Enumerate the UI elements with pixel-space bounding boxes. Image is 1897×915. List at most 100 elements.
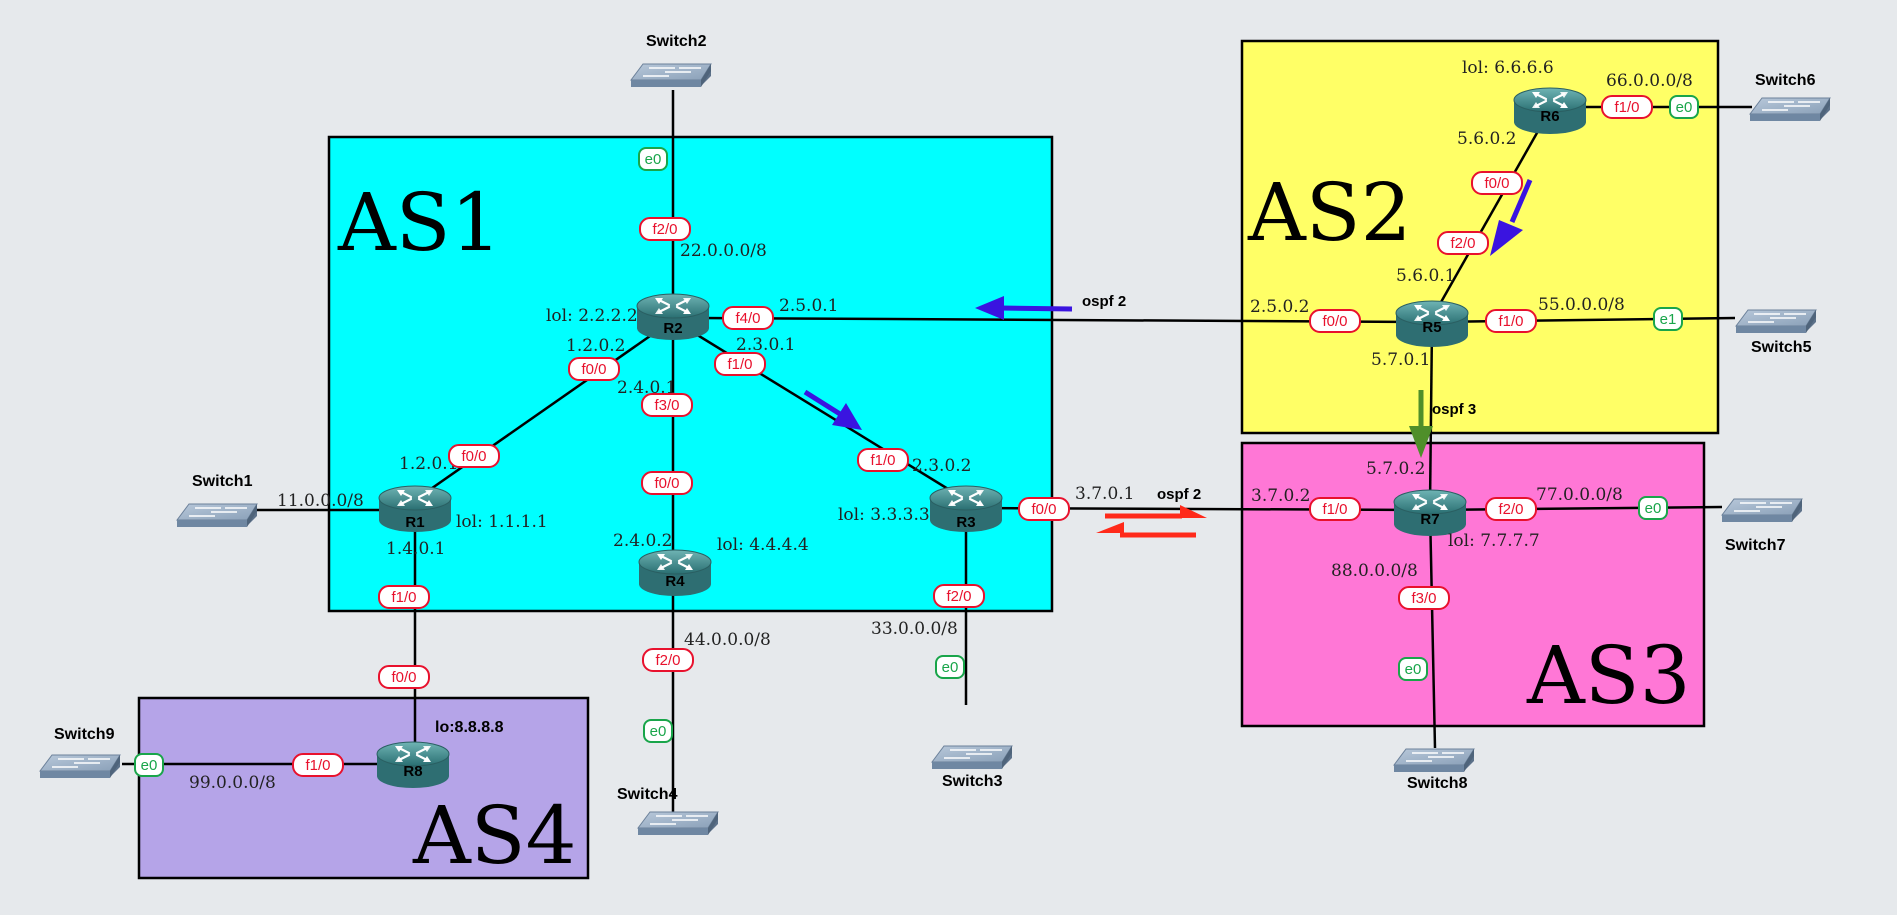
if-r2-f2: f2/0	[639, 217, 691, 241]
ospf-r2-r5-label: ospf 2	[1082, 293, 1126, 310]
if-r2-f3: f3/0	[641, 393, 693, 417]
svg-text:f1/0: f1/0	[727, 356, 752, 373]
svg-text:f0/0: f0/0	[581, 361, 606, 378]
r4-loopback: lol: 4.4.4.4	[717, 535, 809, 555]
switch-switch5[interactable]	[1735, 309, 1817, 334]
net-66-label: 66.0.0.0/8	[1606, 71, 1693, 91]
if-r4-f0: f0/0	[641, 471, 693, 495]
if-sw7-e0: e0	[1638, 496, 1668, 520]
svg-text:f0/0: f0/0	[1484, 175, 1509, 192]
r7-up-address: 5.7.0.2	[1366, 459, 1425, 479]
if-r3-f2: f2/0	[933, 584, 985, 608]
r6-loopback: lol: 6.6.6.6	[1462, 58, 1554, 78]
svg-text:f1/0: f1/0	[305, 757, 330, 774]
r7-f1-address: 3.7.0.2	[1251, 486, 1310, 506]
switch-labels: Switch1 Switch2 Switch3 Switch4 Switch5 …	[54, 33, 1816, 803]
if-r7-f3: f3/0	[1398, 586, 1450, 610]
router-label: R7	[1420, 511, 1439, 528]
r4-f0-address: 2.4.0.2	[613, 531, 672, 551]
link-r5-switch5	[1431, 316, 1736, 324]
if-r1-f1: f1/0	[378, 585, 430, 609]
green-arrow-r5-to-r7	[1409, 390, 1433, 458]
switch-switch6[interactable]	[1749, 97, 1831, 122]
svg-text:f2/0: f2/0	[1498, 501, 1523, 518]
router-r7[interactable]: R7	[1392, 488, 1468, 538]
ospf-r5-r7-label: ospf 3	[1432, 401, 1476, 418]
link-r5-r6	[1430, 109, 1552, 319]
switch-switch2[interactable]	[630, 63, 712, 88]
svg-text:e0: e0	[1405, 661, 1422, 678]
switch5-label: Switch5	[1751, 339, 1812, 356]
as1-zone: AS1	[327, 135, 1054, 613]
switch-icon	[637, 811, 719, 836]
if-r7-f1: f1/0	[1309, 497, 1361, 521]
interface-labels: f2/0 f4/0 f1/0 f0/0 f3/0 f0/0 f1/0 f0/0	[134, 95, 1699, 777]
if-r8-f1: f1/0	[292, 753, 344, 777]
switch-switch4[interactable]	[637, 811, 719, 836]
switch-icon	[931, 745, 1013, 770]
net-44-label: 44.0.0.0/8	[684, 630, 771, 650]
svg-text:f1/0: f1/0	[870, 452, 895, 469]
net-22-label: 22.0.0.0/8	[680, 241, 767, 261]
svg-text:f2/0: f2/0	[652, 221, 677, 238]
net-33-label: 33.0.0.0/8	[871, 619, 958, 639]
if-r4-f2: f2/0	[642, 648, 694, 672]
switch-icon	[1393, 748, 1475, 773]
switch-switch7[interactable]	[1721, 498, 1803, 523]
if-r5-f2: f2/0	[1437, 231, 1489, 255]
switch-switch1[interactable]	[176, 503, 258, 528]
svg-text:f1/0: f1/0	[1498, 313, 1523, 330]
router-r3[interactable]: R3	[928, 484, 1004, 534]
svg-text:f1/0: f1/0	[1322, 501, 1347, 518]
if-r3-f0: f0/0	[1018, 497, 1070, 521]
router-r1[interactable]: R1	[377, 484, 453, 534]
router-label: R6	[1540, 108, 1559, 125]
router-label: R2	[663, 320, 682, 337]
switch-switch8[interactable]	[1393, 748, 1475, 773]
r6-f0-address: 5.6.0.2	[1457, 129, 1516, 149]
svg-text:e0: e0	[1676, 99, 1693, 116]
switch-switch9[interactable]	[39, 754, 121, 779]
svg-text:e1: e1	[1660, 311, 1677, 328]
svg-text:f0/0: f0/0	[1031, 501, 1056, 518]
switch4-label: Switch4	[617, 786, 678, 803]
router-r2[interactable]: R2	[635, 292, 711, 342]
link-r7-switch8	[1428, 509, 1437, 749]
blue-arrow-r2-to-r3	[803, 389, 862, 430]
r8-loopback: lo:8.8.8.8	[435, 719, 504, 736]
r5-f2-address: 5.6.0.1	[1396, 266, 1455, 286]
switch8-label: Switch8	[1407, 775, 1468, 792]
svg-text:f0/0: f0/0	[654, 475, 679, 492]
svg-text:e0: e0	[942, 659, 959, 676]
router-r4[interactable]: R4	[637, 548, 713, 598]
net-55-label: 55.0.0.0/8	[1538, 295, 1625, 315]
if-r5-f0: f0/0	[1309, 309, 1361, 333]
link-r1-r2	[414, 318, 674, 502]
router-label: R8	[403, 763, 422, 780]
switch-icon	[1735, 309, 1817, 334]
switch6-label: Switch6	[1755, 72, 1816, 89]
switch-switch3[interactable]	[931, 745, 1013, 770]
if-sw9-e0: e0	[134, 753, 164, 777]
svg-text:f3/0: f3/0	[654, 397, 679, 414]
switch2-label: Switch2	[646, 33, 707, 50]
ospf-r3-r7-label: ospf 2	[1157, 486, 1201, 503]
router-r8[interactable]: R8	[375, 740, 451, 790]
as4-title: AS4	[412, 789, 576, 882]
router-r6[interactable]: R6	[1512, 86, 1588, 136]
router-r5[interactable]: R5	[1394, 299, 1470, 349]
r2-f0-address: 1.2.0.2	[566, 336, 625, 356]
svg-text:f0/0: f0/0	[391, 669, 416, 686]
r3-loopback: lol: 3.3.3.3	[838, 505, 930, 525]
loopback-labels: lol: 1.1.1.1 lol: 2.2.2.2 lol: 3.3.3.3 l…	[435, 58, 1554, 736]
if-r6-f1: f1/0	[1601, 95, 1653, 119]
as3-zone: AS3	[1240, 441, 1706, 728]
router-label: R3	[956, 514, 975, 531]
if-sw5-e1: e1	[1653, 307, 1683, 331]
r2-f1-address: 2.3.0.1	[736, 335, 795, 355]
r2-f4-address: 2.5.0.1	[779, 296, 838, 316]
if-r3-f1: f1/0	[857, 448, 909, 472]
r1-f1-address: 1.4.0.1	[386, 539, 445, 559]
router-label: R5	[1422, 319, 1441, 336]
